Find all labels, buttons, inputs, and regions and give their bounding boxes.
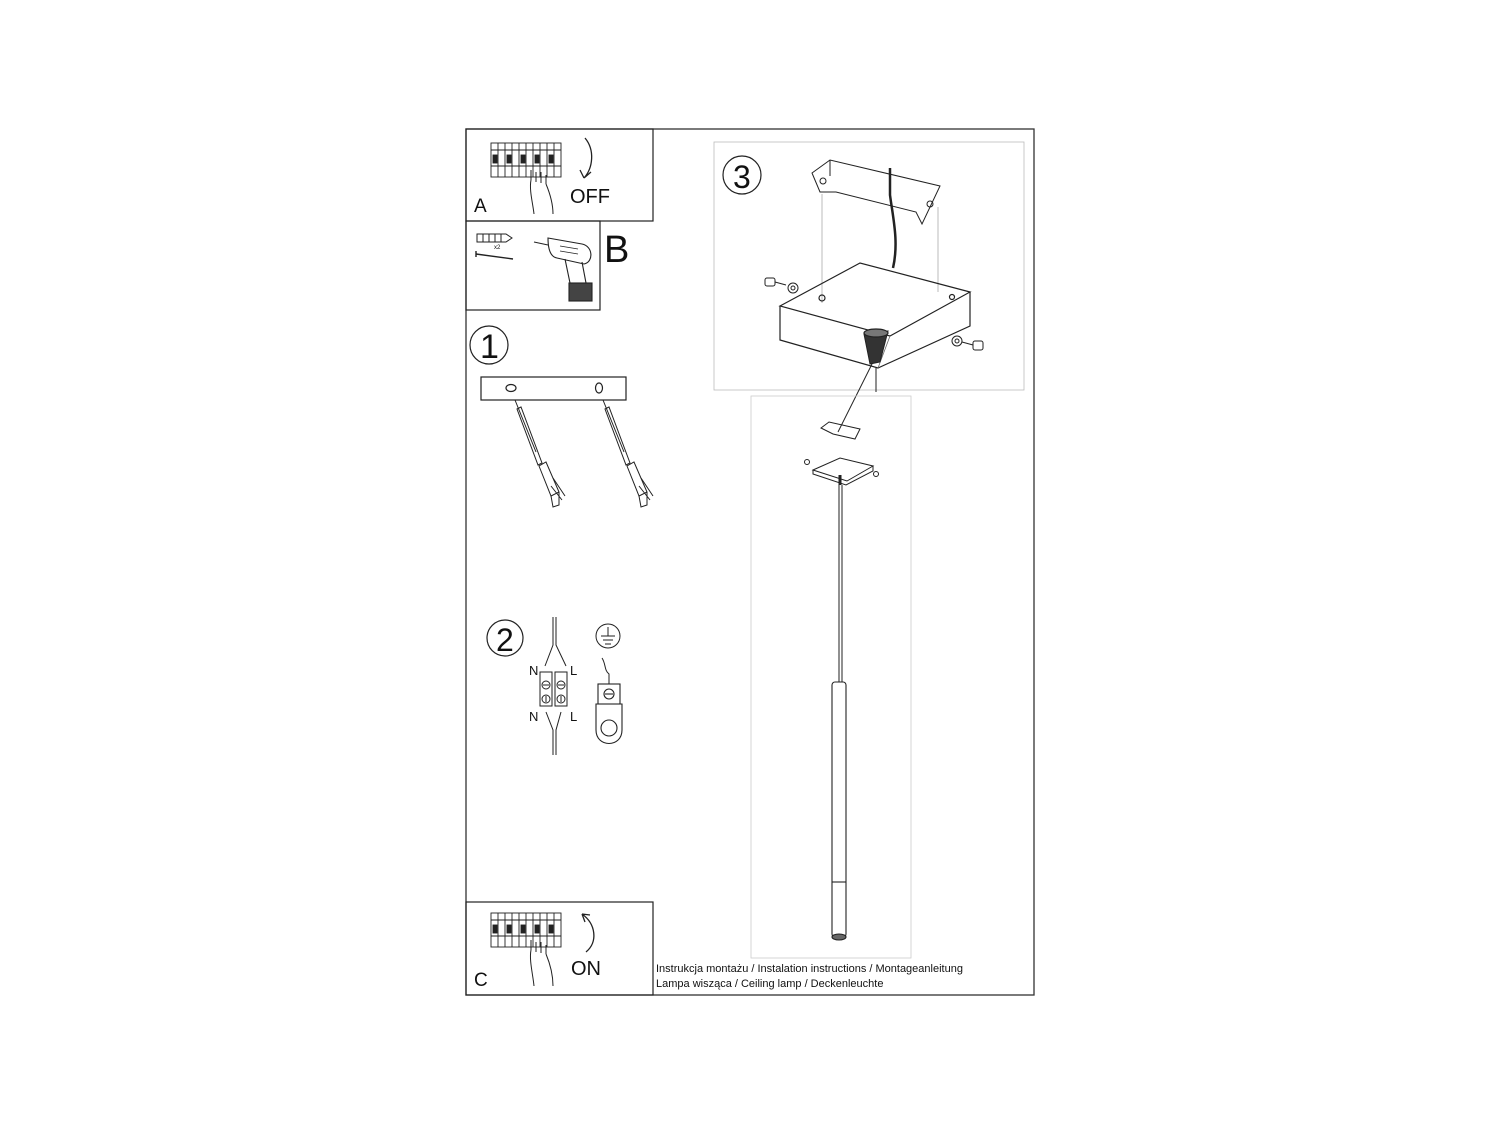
step-3-number: 3: [733, 159, 751, 195]
switch-off-label: OFF: [570, 186, 610, 208]
footer-title: Instrukcja montażu / Instalation instruc…: [656, 963, 963, 975]
footer-product: Lampa wisząca / Ceiling lamp / Deckenleu…: [656, 978, 884, 990]
panel-b-tools: x2 B: [465, 220, 629, 311]
panel-b-letter: B: [604, 229, 629, 271]
panel-c-letter: C: [474, 970, 488, 991]
ground-symbol-icon: [595, 623, 621, 649]
step-3-badge: [722, 155, 762, 195]
wall-plug-icon: [476, 233, 513, 243]
breaker-panel-icon: [490, 142, 562, 178]
terminal-bottom-left: N: [529, 709, 538, 724]
quantity-label: x2: [494, 245, 501, 251]
hand-icon: [529, 170, 554, 215]
bracket-hole-left: [505, 383, 517, 393]
ground-clamp-icon: [595, 683, 623, 745]
step-1-badge: [469, 325, 509, 365]
canopy-bracket: [811, 159, 941, 303]
screw-icon: [475, 251, 514, 260]
step-3-canopy: 3: [713, 141, 1025, 433]
detail-pointer: [837, 363, 873, 433]
step-2-badge: [486, 619, 524, 657]
ground-wire: [601, 657, 610, 684]
step-2-wiring: 2 N L N L: [486, 617, 623, 755]
lamp-canopy: [804, 421, 879, 486]
step-2-number: 2: [496, 622, 514, 658]
fixing-screw-right: [951, 335, 984, 351]
dowel-screw-left: [514, 399, 566, 508]
bracket-hole-right: [594, 382, 604, 394]
lamp-frame: [750, 395, 912, 959]
canopy-box: [778, 262, 972, 369]
terminal-block: [539, 617, 568, 755]
lamp-tube: [831, 681, 847, 941]
dowel-screw-right: [602, 399, 654, 508]
panel-c-border: [465, 901, 654, 996]
arrow-up-icon: [581, 913, 595, 953]
panel-a-letter: A: [474, 196, 487, 217]
page-frame: [465, 128, 1035, 996]
power-cable: [888, 168, 897, 269]
pendant-lamp: [750, 395, 912, 959]
step-1-mounting: 1: [469, 325, 654, 508]
drill-icon: [533, 237, 593, 302]
panel-a-switch-off: A OFF: [465, 128, 654, 222]
breaker-panel-icon: [490, 912, 562, 948]
arrow-down-icon: [579, 137, 593, 179]
terminal-top-right: L: [570, 663, 577, 678]
switch-on-label: ON: [571, 958, 601, 980]
step-1-number: 1: [480, 328, 499, 366]
terminal-bottom-right: L: [570, 709, 577, 724]
fixing-screw-left: [764, 277, 799, 294]
panel-c-switch-on: C ON: [465, 901, 654, 996]
step-3-frame: [713, 141, 1025, 391]
panel-b-border: [465, 220, 601, 311]
cable-gland: [863, 328, 889, 365]
hand-icon: [529, 940, 554, 987]
mounting-bracket: [480, 376, 627, 401]
terminal-top-left: N: [529, 663, 538, 678]
